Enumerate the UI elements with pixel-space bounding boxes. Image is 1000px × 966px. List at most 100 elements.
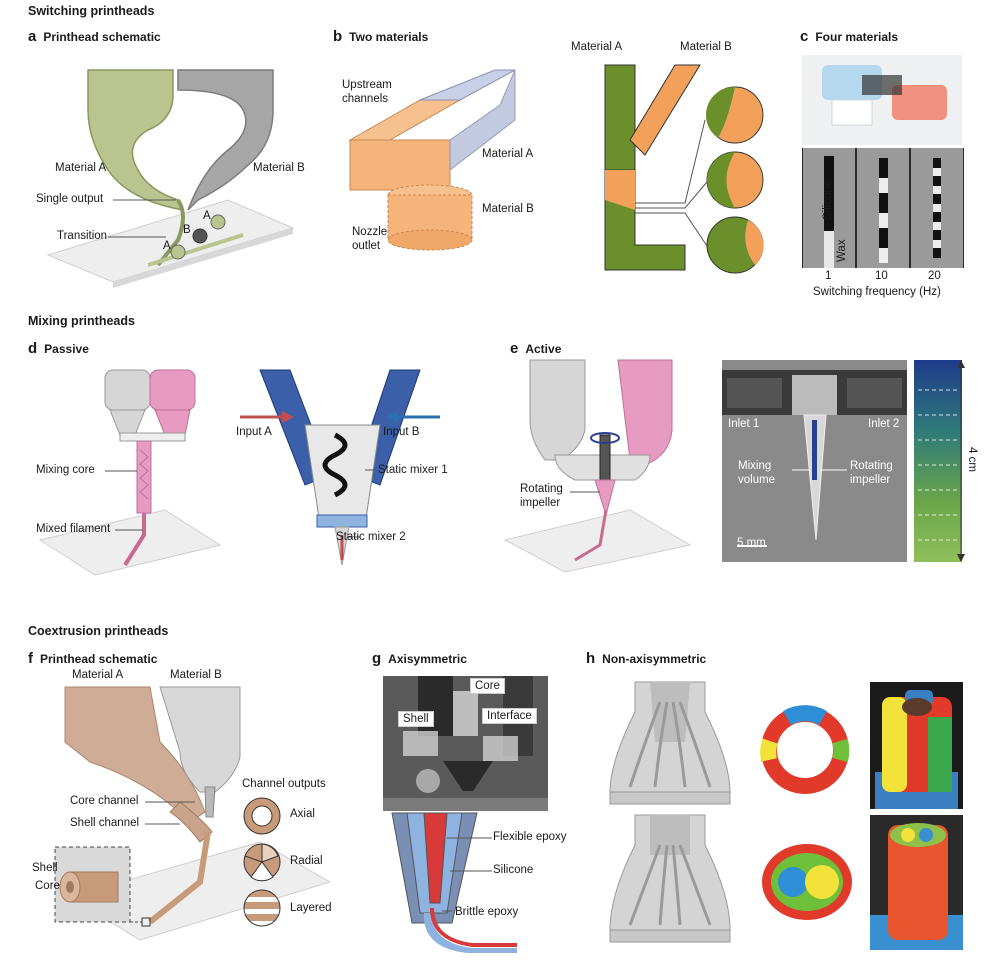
panel-letter-h: h [586, 650, 596, 667]
panel-g-title-text: Axisymmetric [388, 652, 467, 666]
label-f-core: Core [35, 880, 60, 892]
panel-c-printhead-photo [802, 55, 962, 145]
panel-b-switching-diagram [604, 64, 764, 274]
pink-reservoir [617, 359, 673, 466]
label-f-core-channel: Core channel [70, 795, 139, 807]
core-channel [204, 786, 216, 818]
panel-letter-c: c [800, 28, 809, 45]
panel-h-nozzle-render-1 [609, 681, 731, 805]
pink-reservoir [149, 369, 196, 411]
label-b-right-material-b: Material B [680, 41, 732, 53]
shell-channel [169, 801, 213, 843]
label-c-wax: Wax [836, 239, 848, 262]
mixing-core [136, 440, 152, 514]
panel-h-title: h Non-axisymmetric [586, 650, 706, 667]
material-a-channel [604, 64, 636, 171]
panel-c-title-text: Four materials [815, 30, 899, 44]
panel-g-title: g Axisymmetric [372, 650, 467, 667]
label-c-freq-10: 10 [875, 270, 888, 282]
panel-b-channel-block [348, 69, 516, 251]
printed-coaxial-filament [148, 831, 211, 925]
material-a-reservoir [87, 69, 185, 212]
build-plate [503, 509, 692, 573]
grey-reservoir [104, 369, 151, 411]
label-b-right-material-a: Material A [571, 41, 623, 53]
grey-reservoir [529, 359, 586, 461]
label-f-shell-channel: Shell channel [70, 817, 140, 829]
input-a-arrow [240, 411, 294, 423]
panel-c-title: c Four materials [800, 28, 898, 45]
panel-h-printed-photo-1 [870, 682, 963, 809]
label-g-interface: Interface [482, 708, 537, 724]
label-e-inlet-1: Inlet 1 [728, 418, 760, 430]
mixed-filament [123, 513, 146, 567]
panel-d-passive-illustration [38, 369, 222, 576]
label-b-outlet: outlet [352, 240, 381, 252]
panel-h-title-text: Non-axisymmetric [602, 652, 707, 666]
label-g-core: Core [470, 678, 505, 694]
cross-section-2 [706, 151, 764, 209]
label-e-rotating-photo: Rotating [850, 460, 893, 472]
panel-h-cross-section-ring [760, 705, 850, 794]
material-b-reservoir [177, 69, 274, 211]
label-f-material-a: Material A [72, 669, 124, 681]
panel-c-filament-photos [802, 148, 964, 268]
section-title-mixing: Mixing printheads [28, 314, 135, 328]
filament-20hz [933, 158, 941, 258]
panel-letter-g: g [372, 650, 382, 667]
panel-e-active-illustration [503, 359, 692, 573]
material-b-channel [629, 64, 701, 156]
label-g-shell: Shell [398, 711, 434, 727]
dot-a2 [170, 244, 186, 260]
printed-filament [147, 233, 244, 267]
dot-a1 [210, 214, 226, 230]
panel-g-printhead-photo [383, 676, 548, 811]
printed-filament [574, 509, 608, 562]
section-title-switching: Switching printheads [28, 4, 155, 18]
panel-h-nozzle-render-2 [609, 814, 731, 943]
panel-e-title: e Active [510, 340, 561, 357]
label-a-material-a: Material A [55, 162, 107, 174]
height-bracket [957, 360, 965, 562]
upstream-blue-top [419, 69, 516, 101]
label-d-mixed-filament: Mixed filament [36, 523, 111, 535]
label-e-inlet-2: Inlet 2 [868, 418, 900, 430]
label-a-dot-a1: A [203, 210, 211, 222]
label-b-material-b: Material B [482, 203, 534, 215]
label-f-shell: Shell [32, 862, 58, 874]
upstream-orange-front [349, 139, 451, 191]
label-d-static-mixer-1: Static mixer 1 [378, 464, 448, 476]
label-c-freq-1: 1 [825, 270, 832, 282]
panel-f-title-text: Printhead schematic [40, 652, 158, 666]
panel-a-title-text: Printhead schematic [43, 30, 161, 44]
panel-e-color-gradient-photo [914, 360, 962, 562]
label-e-mixing: Mixing [738, 460, 772, 472]
label-g-brittle-epoxy: Brittle epoxy [455, 906, 519, 918]
input-b-arrow [386, 411, 440, 423]
panel-d-static-mixer-illustration [259, 369, 421, 566]
label-d-mixing-core: Mixing core [36, 464, 95, 476]
label-d-static-mixer-2: Static mixer 2 [336, 531, 406, 543]
panel-b-title-text: Two materials [349, 30, 429, 44]
label-a-transition: Transition [57, 230, 108, 242]
label-a-material-b: Material B [253, 162, 305, 174]
label-d-input-b: Input B [383, 426, 420, 438]
label-e-rotating: Rotating [520, 483, 563, 495]
label-f-channel-outputs: Channel outputs [242, 778, 326, 790]
label-d-input-a: Input A [236, 426, 272, 438]
cross-section-1 [705, 86, 764, 144]
label-g-flexible-epoxy: Flexible epoxy [493, 831, 567, 843]
panel-e-title-text: Active [525, 342, 562, 356]
label-b-upstream: Upstream [342, 79, 392, 91]
channel-output-layered [243, 889, 281, 927]
label-c-xlabel: Switching frequency (Hz) [813, 286, 941, 298]
panel-letter-e: e [510, 340, 519, 357]
label-a-single-output: Single output [36, 193, 104, 205]
panel-d-title-text: Passive [44, 342, 89, 356]
channel-output-axial [243, 797, 281, 835]
label-f-material-b: Material B [170, 669, 222, 681]
build-plate [38, 509, 222, 576]
label-b-nozzle: Nozzle [352, 226, 388, 238]
